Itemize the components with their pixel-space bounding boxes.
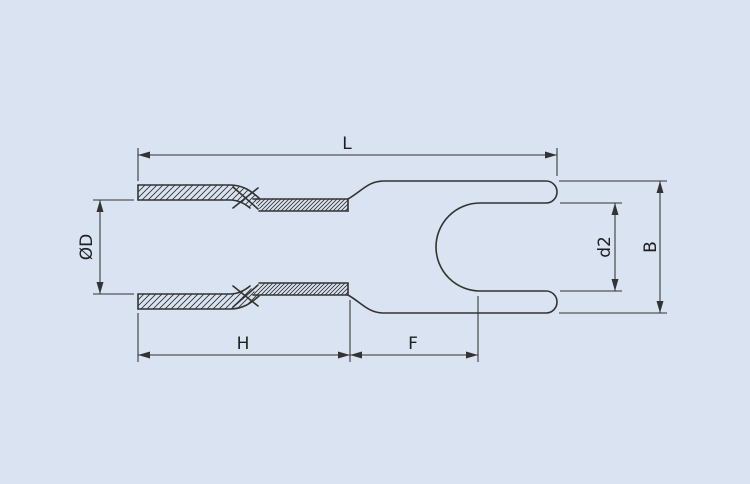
barrel-outer-bottom-edge bbox=[137, 295, 260, 310]
dim-F-arrow-left bbox=[350, 351, 362, 359]
insulation-break-bottom bbox=[232, 284, 259, 308]
insulation-break-top bbox=[232, 186, 259, 210]
dim-L-extension-lines bbox=[137, 148, 558, 181]
barrel-outer-top-edge bbox=[137, 184, 260, 199]
metal-sleeve-top-wall-hatch bbox=[253, 199, 348, 211]
dim-OD-arrow-top bbox=[96, 200, 104, 212]
fork-outline bbox=[347, 180, 558, 314]
dim-H-arrow-left bbox=[138, 351, 150, 359]
dim-OD-extension-lines bbox=[93, 199, 134, 295]
dimension-F: F bbox=[350, 296, 479, 362]
insulation-top-wall-hatch bbox=[138, 185, 259, 208]
hatch-fills bbox=[138, 185, 348, 309]
dim-d2-arrow-top bbox=[611, 203, 619, 215]
dimension-L: L bbox=[137, 134, 558, 181]
dimension-B: B bbox=[559, 180, 667, 314]
dim-d2-arrow-bottom bbox=[611, 279, 619, 291]
dim-d2-extension-lines bbox=[560, 202, 622, 292]
terminal-outline bbox=[137, 180, 558, 314]
dim-B-extension-lines bbox=[559, 180, 667, 314]
dimension-OD: ØD bbox=[77, 199, 134, 295]
dim-H-arrow-right bbox=[338, 351, 350, 359]
dim-label-B: B bbox=[641, 241, 661, 253]
dim-label-d2: d2 bbox=[595, 236, 615, 258]
barrel-inner-top-edge bbox=[137, 199, 251, 209]
dim-label-F: F bbox=[408, 334, 418, 354]
dim-label-OD: ØD bbox=[77, 234, 97, 260]
dim-B-arrow-top bbox=[656, 181, 664, 193]
dim-label-H: H bbox=[237, 334, 250, 354]
insulation-bottom-wall-hatch bbox=[138, 286, 259, 309]
dimension-d2: d2 bbox=[560, 202, 622, 292]
dim-B-arrow-bottom bbox=[656, 301, 664, 313]
dim-label-L: L bbox=[342, 134, 352, 154]
metal-sleeve-bottom-wall-hatch bbox=[253, 283, 348, 295]
dim-F-arrow-right bbox=[466, 351, 478, 359]
dim-L-arrow-left bbox=[138, 151, 150, 159]
dim-OD-arrow-bottom bbox=[96, 282, 104, 294]
dimension-H: H bbox=[137, 300, 351, 362]
barrel-inner-bottom-edge bbox=[137, 285, 251, 295]
dim-L-arrow-right bbox=[545, 151, 557, 159]
